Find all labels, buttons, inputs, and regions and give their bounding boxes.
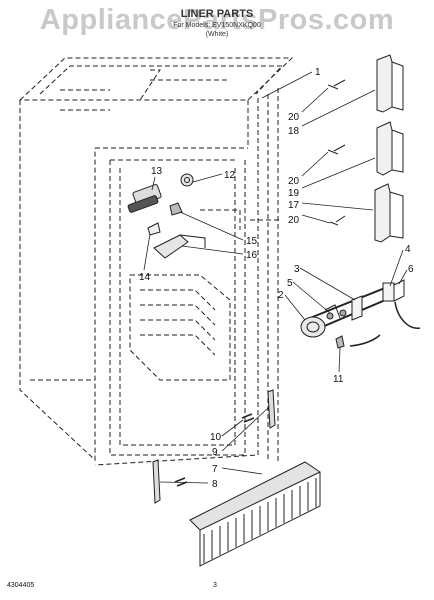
page-number: 3 — [213, 582, 217, 589]
callout-12: 12 — [224, 170, 236, 181]
bin-screws — [327, 79, 346, 226]
door-bins — [374, 54, 404, 243]
callout-8: 8 — [212, 479, 218, 490]
callout-17: 17 — [288, 200, 300, 211]
callout-4: 4 — [405, 244, 411, 255]
diagram-note: (White) — [205, 31, 229, 38]
callout-7: 7 — [212, 464, 218, 475]
callout-6: 6 — [408, 264, 414, 275]
callout-1: 1 — [315, 67, 321, 78]
callout-16: 16 — [246, 250, 258, 261]
callout-9: 9 — [212, 447, 218, 458]
diagram-subtitle: For Models: EV150NXKQ00 — [173, 22, 261, 29]
light-assembly — [127, 173, 206, 259]
callout-2: 2 — [278, 290, 284, 301]
diagram-title: LINER PARTS — [180, 8, 254, 20]
leader-lines — [143, 71, 408, 484]
callout-15: 15 — [246, 236, 258, 247]
callout-3: 3 — [294, 264, 300, 275]
callout-19: 19 — [288, 188, 300, 199]
callout-20: 20 — [288, 112, 300, 123]
callout-5: 5 — [287, 278, 293, 289]
callouts: 1 20 18 20 19 17 20 13 12 15 16 14 4 6 3… — [139, 67, 414, 490]
doc-number: 4304405 — [7, 582, 35, 589]
control-assembly — [300, 279, 421, 349]
callout-20: 20 — [288, 176, 300, 187]
callout-11: 11 — [333, 374, 344, 385]
callout-14: 14 — [139, 272, 151, 283]
grille-assembly — [152, 389, 322, 567]
callout-13: 13 — [151, 166, 163, 177]
callout-20: 20 — [288, 215, 300, 226]
cabinet-outline — [18, 57, 294, 466]
callout-18: 18 — [288, 126, 300, 137]
watermark: AppliancePartsPros.com — [39, 4, 395, 36]
callout-10: 10 — [210, 432, 222, 443]
